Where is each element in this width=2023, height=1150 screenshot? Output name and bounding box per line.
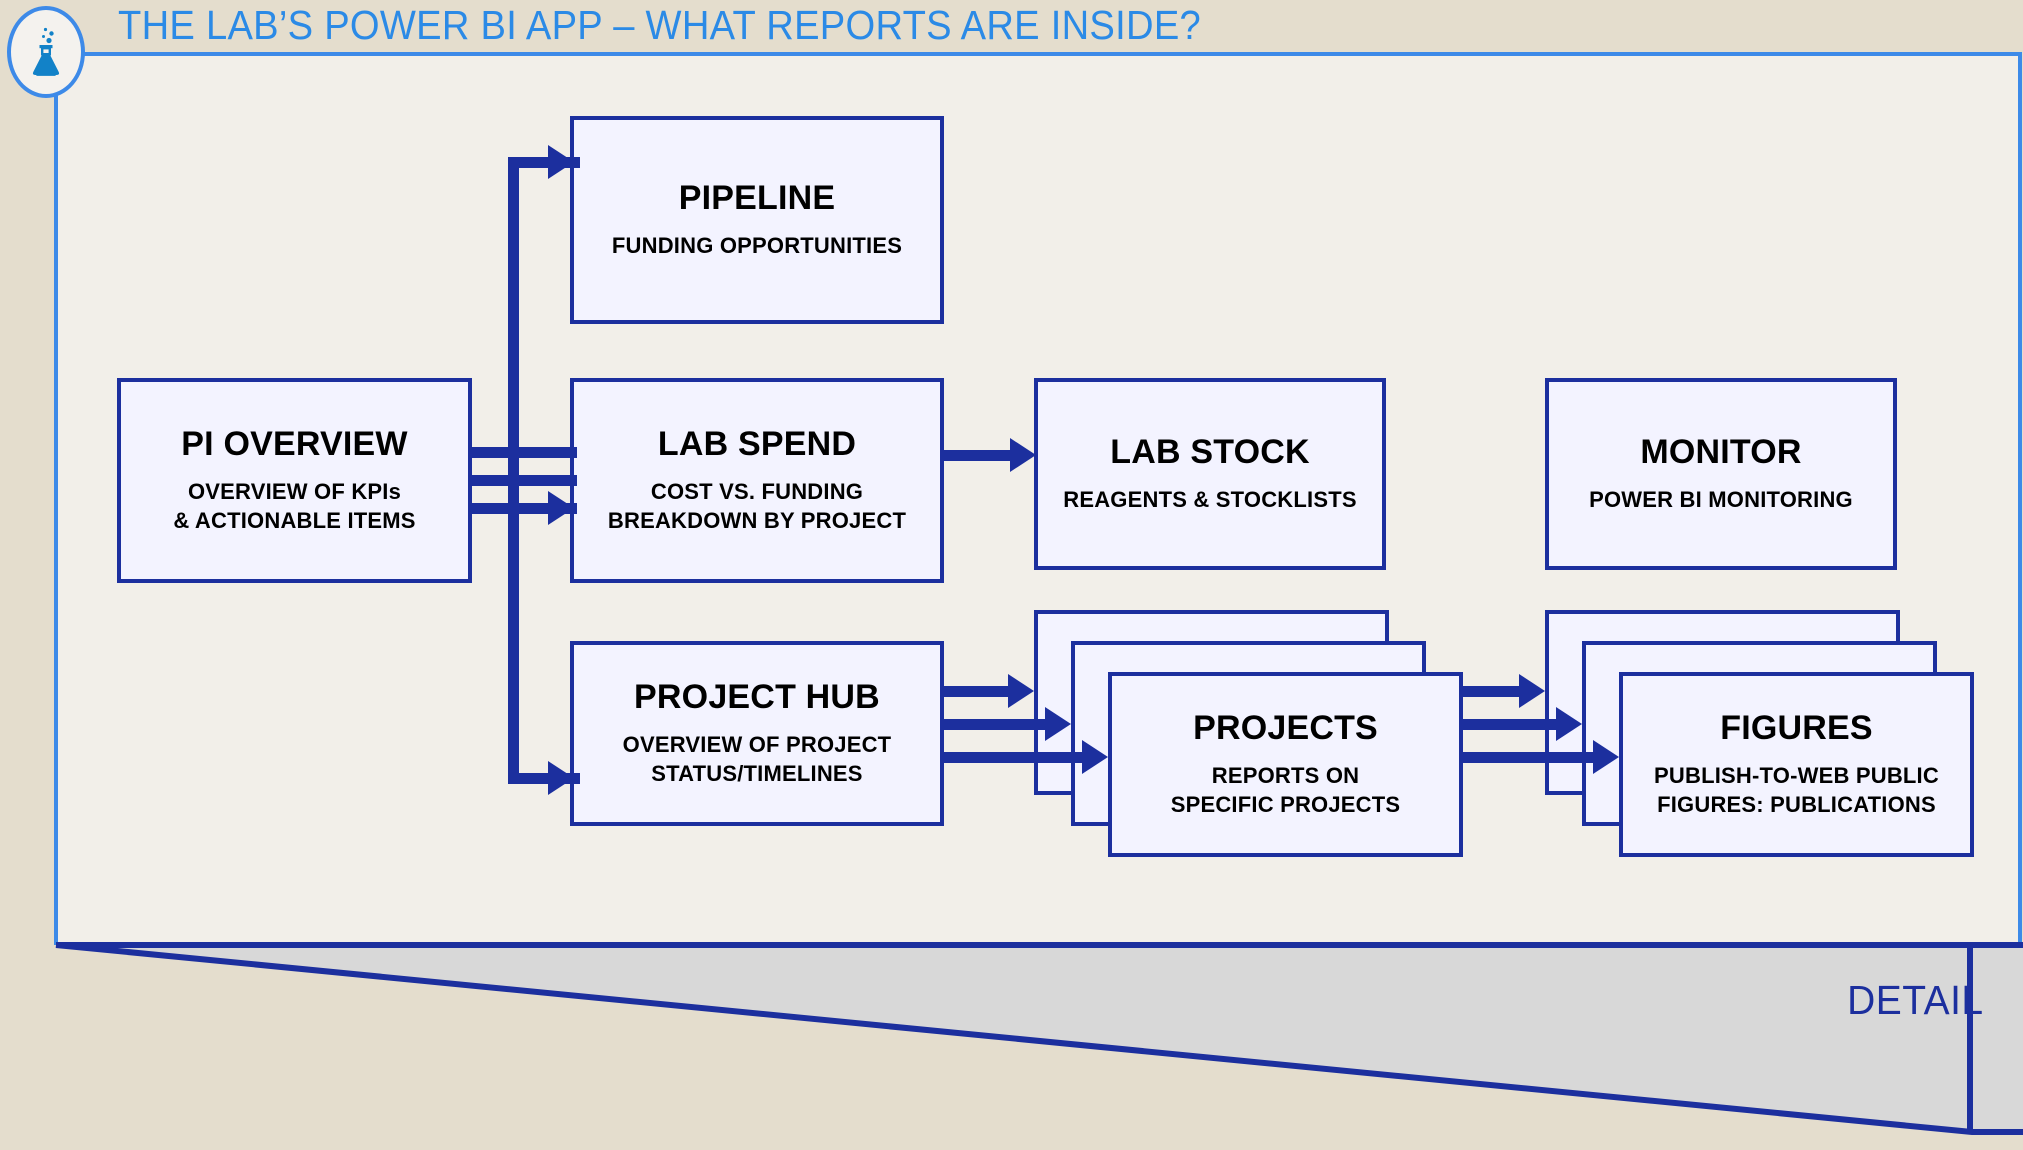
- node-figures[interactable]: FIGURES PUBLISH-TO-WEB PUBLIC FIGURES: P…: [1619, 672, 1974, 857]
- edge-labspend-to-labstock: [944, 450, 1016, 461]
- edge-hub-to-projects-3: [944, 752, 1091, 763]
- edge-trunk-vertical: [508, 157, 519, 784]
- node-pi-overview[interactable]: PI OVERVIEW OVERVIEW OF KPIs & ACTIONABL…: [117, 378, 472, 583]
- arrow-to-projects-3: [1082, 740, 1108, 774]
- node-subtitle: REAGENTS & STOCKLISTS: [1063, 487, 1357, 513]
- edge-projects-to-figures-3: [1463, 752, 1601, 763]
- arrow-to-figures-3: [1593, 740, 1619, 774]
- arrow-to-lab-stock: [1010, 438, 1036, 472]
- node-subtitle: OVERVIEW OF KPIs & ACTIONABLE ITEMS: [173, 478, 416, 534]
- edge-projects-to-figures-2: [1463, 719, 1564, 730]
- arrow-to-project-hub: [548, 761, 574, 795]
- arrow-to-pipeline: [548, 145, 574, 179]
- edge-pi-to-trunk-mid: [472, 475, 577, 486]
- node-subtitle: REPORTS ON SPECIFIC PROJECTS: [1170, 762, 1401, 818]
- arrow-to-lab-spend: [548, 491, 574, 525]
- edge-pi-to-trunk-top: [472, 447, 577, 458]
- node-lab-spend[interactable]: LAB SPEND COST VS. FUNDING BREAKDOWN BY …: [570, 378, 944, 583]
- edge-hub-to-projects-2: [944, 719, 1054, 730]
- node-subtitle: COST VS. FUNDING BREAKDOWN BY PROJECT: [607, 478, 907, 534]
- edge-pi-to-labspend: [472, 503, 577, 514]
- node-title: FIGURES: [1720, 708, 1873, 747]
- node-monitor[interactable]: MONITOR POWER BI MONITORING: [1545, 378, 1897, 570]
- flask-badge: [7, 6, 85, 98]
- content-panel: PI OVERVIEW OVERVIEW OF KPIs & ACTIONABL…: [54, 52, 2022, 945]
- page-title: THE LAB’S POWER BI APP – WHAT REPORTS AR…: [118, 2, 1202, 48]
- node-project-hub[interactable]: PROJECT HUB OVERVIEW OF PROJECT STATUS/T…: [570, 641, 944, 826]
- node-title: PIPELINE: [678, 178, 836, 217]
- edge-projects-to-figures-1: [1463, 686, 1527, 697]
- node-projects[interactable]: PROJECTS REPORTS ON SPECIFIC PROJECTS: [1108, 672, 1463, 857]
- node-title: MONITOR: [1640, 432, 1802, 471]
- node-subtitle: POWER BI MONITORING: [1589, 487, 1853, 513]
- arrow-to-figures-1: [1519, 674, 1545, 708]
- detail-label: DETAIL: [1846, 977, 1983, 1023]
- node-title: PI OVERVIEW: [181, 424, 408, 463]
- panel-left-accent-line: [54, 88, 58, 945]
- edge-trunk-to-pipeline: [508, 157, 580, 168]
- node-lab-stock[interactable]: LAB STOCK REAGENTS & STOCKLISTS: [1034, 378, 1386, 570]
- edge-hub-to-projects-1: [944, 686, 1016, 697]
- node-pipeline[interactable]: PIPELINE FUNDING OPPORTUNITIES: [570, 116, 944, 324]
- arrow-to-projects-2: [1045, 707, 1071, 741]
- node-subtitle: PUBLISH-TO-WEB PUBLIC FIGURES: PUBLICATI…: [1654, 762, 1939, 818]
- node-subtitle: FUNDING OPPORTUNITIES: [611, 233, 903, 259]
- node-title: LAB SPEND: [657, 424, 857, 463]
- node-title: PROJECT HUB: [634, 677, 880, 716]
- node-subtitle: OVERVIEW OF PROJECT STATUS/TIMELINES: [622, 731, 892, 787]
- arrow-to-projects-1: [1008, 674, 1034, 708]
- node-title: PROJECTS: [1193, 708, 1378, 747]
- flask-icon: [32, 27, 60, 76]
- node-title: LAB STOCK: [1110, 432, 1310, 471]
- edge-trunk-to-project-hub: [508, 773, 580, 784]
- arrow-to-figures-2: [1556, 707, 1582, 741]
